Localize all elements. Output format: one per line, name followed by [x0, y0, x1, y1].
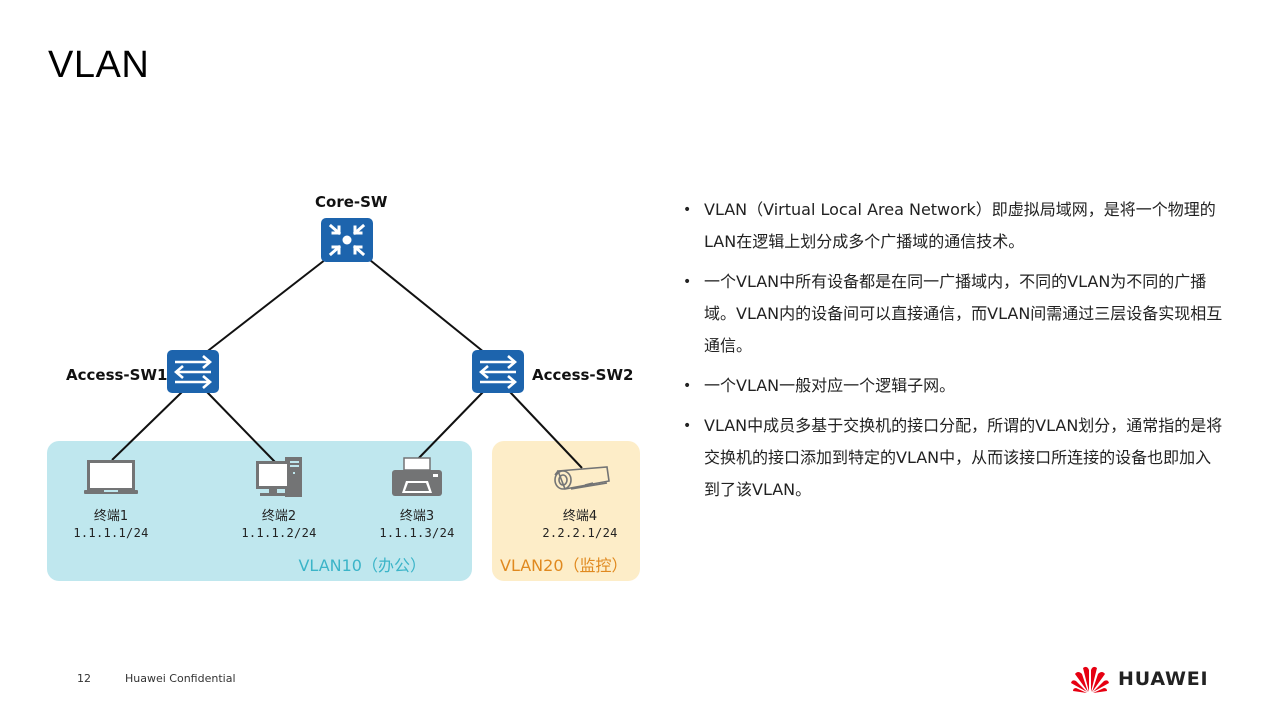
core-sw-label: Core-SW: [315, 193, 388, 211]
link-sw2-t3: [414, 391, 484, 463]
vlan20-zone: VLAN20（监控）: [492, 441, 640, 581]
terminal-name: 终端1: [93, 509, 129, 524]
slide-title: VLAN: [48, 44, 150, 86]
network-diagram: VLAN10（办公） VLAN20（监控） Core-SW Access-SW1: [0, 0, 660, 620]
terminal-name: 终端4: [562, 509, 598, 524]
huawei-logo: HUAWEI: [1070, 664, 1208, 694]
access-sw1-label: Access-SW1: [66, 366, 168, 384]
terminal-ip: 2.2.2.1/24: [542, 526, 618, 540]
brand-name: HUAWEI: [1118, 668, 1209, 690]
printer-icon: [362, 457, 472, 501]
vlan10-label: VLAN10（办公）: [298, 556, 426, 575]
terminal-ip: 1.1.1.2/24: [241, 526, 317, 540]
link-sw1-t1: [111, 391, 183, 461]
terminal-name: 终端2: [261, 509, 297, 524]
access-sw2-label: Access-SW2: [532, 366, 634, 384]
link-core-sw1: [199, 255, 331, 358]
bullet-list: VLAN（Virtual Local Area Network）即虚拟局域网，是…: [683, 194, 1223, 514]
laptop-icon: [56, 457, 166, 501]
desktop-pc-icon: [224, 457, 334, 501]
confidential-label: Huawei Confidential: [125, 672, 236, 685]
bullet-item: 一个VLAN中所有设备都是在同一广播域内，不同的VLAN为不同的广播域。VLAN…: [683, 266, 1223, 362]
bullet-item: VLAN（Virtual Local Area Network）即虚拟局域网，是…: [683, 194, 1223, 258]
camera-icon: [525, 457, 635, 501]
link-core-sw2: [364, 255, 491, 358]
terminal-4: 终端4 2.2.2.1/24: [525, 457, 635, 540]
bullet-item: 一个VLAN一般对应一个逻辑子网。: [683, 370, 1223, 402]
terminal-ip: 1.1.1.1/24: [73, 526, 149, 540]
router-switch-icon: [321, 218, 373, 262]
terminal-ip: 1.1.1.3/24: [379, 526, 455, 540]
switch-icon: [472, 350, 524, 393]
switch-icon: [167, 350, 219, 393]
connection-lines: [111, 255, 583, 469]
vlan20-label: VLAN20（监控）: [500, 556, 628, 575]
link-sw2-t4: [509, 391, 583, 469]
terminal-2: 终端2 1.1.1.2/24: [224, 457, 334, 540]
terminal-1: 终端1 1.1.1.1/24: [56, 457, 166, 540]
terminal-3: 终端3 1.1.1.3/24: [362, 457, 472, 540]
huawei-flower-icon: [1071, 666, 1109, 693]
link-sw1-t2: [206, 391, 276, 463]
page-number: 12: [77, 672, 91, 685]
terminal-name: 终端3: [399, 509, 435, 524]
bullet-item: VLAN中成员多基于交换机的接口分配，所谓的VLAN划分，通常指的是将交换机的接…: [683, 410, 1223, 506]
